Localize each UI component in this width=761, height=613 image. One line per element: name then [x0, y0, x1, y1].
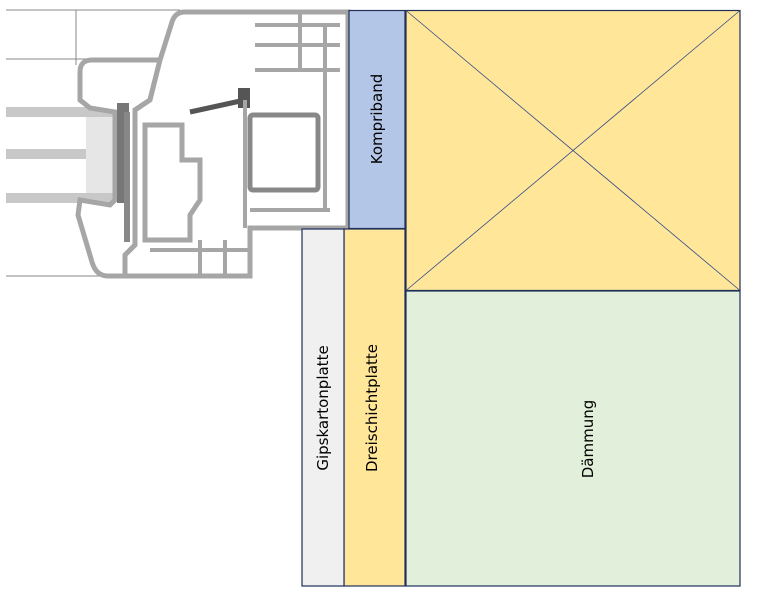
kompriband-layer	[348, 9, 406, 230]
daemmung-label: Dämmung	[579, 400, 597, 479]
dreischichtplatte-layer	[343, 228, 406, 587]
glazing-panes	[6, 107, 116, 203]
window-frame-profile	[6, 9, 351, 279]
gipskartonplatte-label: Gipskartonplatte	[314, 345, 332, 470]
beam-cross-section	[405, 9, 741, 292]
daemmung-layer	[405, 290, 741, 587]
kompriband-label: Kompriband	[368, 74, 386, 164]
dreischichtplatte-label: Dreischichtplatte	[363, 344, 381, 472]
gipskartonplatte-layer	[301, 228, 345, 587]
